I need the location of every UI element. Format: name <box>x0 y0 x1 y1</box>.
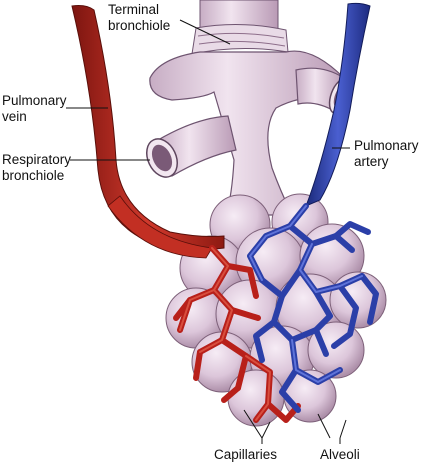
label-respiratory-bronchiole: Respiratory bronchiole <box>2 152 72 183</box>
pulmonary-artery <box>305 2 371 207</box>
capillary-network-blue-hilite <box>249 205 363 383</box>
label-terminal-bronchiole: Terminal bronchiole <box>108 2 171 33</box>
label-pulmonary-vein: Pulmonary vein <box>2 93 67 124</box>
label-capillaries: Capillaries <box>214 447 278 462</box>
pulmonary-vein <box>71 5 225 259</box>
terminal-bronchiole <box>149 0 345 216</box>
leader-lines <box>66 19 350 444</box>
label-pulmonary-artery: Pulmonary artery <box>354 138 419 169</box>
capillary-network-red-hilite <box>179 247 271 421</box>
respiratory-bronchiole <box>146 115 237 178</box>
label-alveoli: Alveoli <box>320 447 360 462</box>
